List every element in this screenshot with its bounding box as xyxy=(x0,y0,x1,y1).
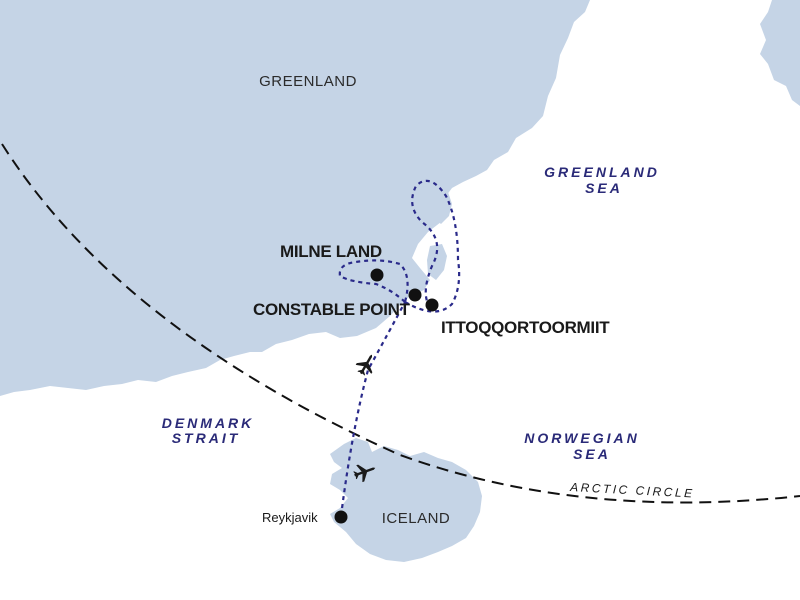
airplane-icon xyxy=(353,464,376,483)
label-denmark-strait-line1: DENMARK xyxy=(162,415,255,431)
label-norwegian-sea-line2: SEA xyxy=(573,446,611,462)
label-arctic-circle: ARCTIC CIRCLE xyxy=(569,480,695,501)
label-milne-land: MILNE LAND xyxy=(280,242,382,261)
label-denmark-strait-line2: STRAIT xyxy=(172,430,241,446)
label-norwegian-sea-line1: NORWEGIAN xyxy=(524,430,639,446)
label-greenland-sea-line1: GREENLAND xyxy=(544,164,660,180)
airplane-icon xyxy=(355,354,373,376)
label-constable-point: CONSTABLE POINT xyxy=(253,300,411,319)
svalbard-landmass xyxy=(760,0,800,106)
label-ittoqqortoormiit: ITTOQQORTOORMIIT xyxy=(441,318,610,337)
coastal-island xyxy=(120,72,140,94)
label-greenland-sea-line2: SEA xyxy=(585,180,623,196)
marker-milne-land xyxy=(370,268,384,282)
greenland-landmass xyxy=(0,0,590,396)
coastal-island xyxy=(427,244,447,280)
label-greenland: GREENLAND xyxy=(259,73,357,90)
coastal-island xyxy=(20,116,38,134)
route-loop-scoresby-sound xyxy=(404,179,461,313)
marker-constable-point xyxy=(408,288,422,302)
route-flight-to-constable-point xyxy=(339,301,406,517)
marker-reykjavik xyxy=(334,510,348,524)
label-iceland: ICELAND xyxy=(382,510,451,527)
label-reykjavik: Reykjavik xyxy=(262,510,318,525)
arctic-circle-line xyxy=(1,143,800,504)
marker-ittoqqortoormiit xyxy=(425,298,439,312)
route-loop-milne-land xyxy=(338,259,409,303)
